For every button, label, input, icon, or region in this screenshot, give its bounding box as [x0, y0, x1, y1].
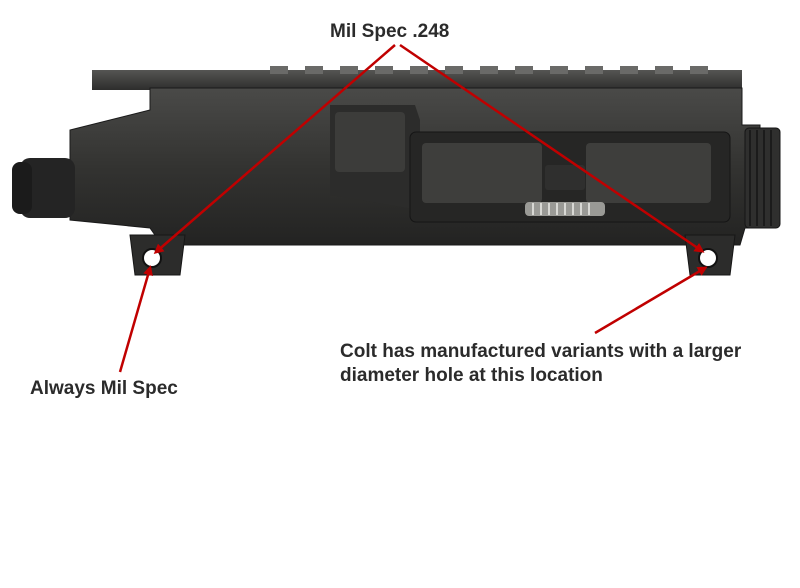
- annotation-colt-variants: Colt has manufactured variants with a la…: [340, 340, 800, 388]
- front-pivot-hole: [142, 248, 162, 268]
- annotation-colt-line-2: diameter hole at this location: [340, 365, 603, 386]
- rear-takedown-lug: [684, 234, 736, 276]
- arrow-left-label-to-front-hole: [118, 265, 153, 373]
- annotation-colt-line-1: Colt has manufactured variants with a la…: [340, 341, 742, 362]
- arrow-top-to-front-hole: [153, 44, 396, 254]
- picatinny-rail: [92, 66, 742, 90]
- charging-handle-tip: [12, 158, 75, 218]
- arrow-top-to-rear-hole: [399, 43, 705, 253]
- rear-takedown-hole: [698, 248, 718, 268]
- receiver-threads: [744, 127, 781, 229]
- annotation-arrows: [118, 43, 708, 373]
- annotation-mil-spec-248: Mil Spec .248: [330, 21, 450, 42]
- annotation-always-mil-spec: Always Mil Spec: [30, 378, 178, 399]
- arrow-right-label-to-rear-hole: [594, 266, 708, 335]
- front-pivot-lug: [129, 234, 186, 276]
- ejection-port-cover: [409, 131, 731, 223]
